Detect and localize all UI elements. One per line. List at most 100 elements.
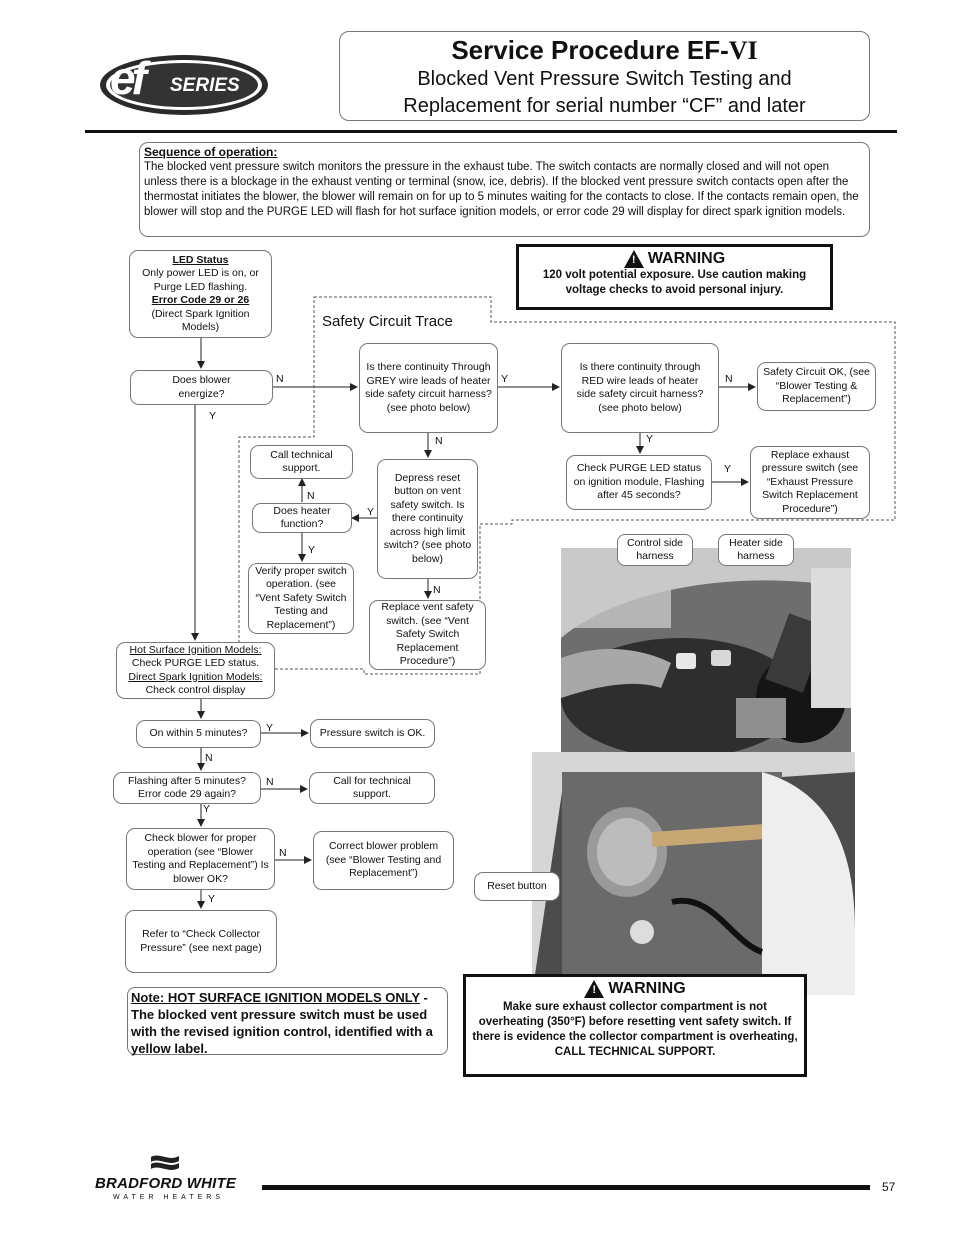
warning-body: Make sure exhaust collector compartment … bbox=[472, 1001, 798, 1058]
sequence-heading: Sequence of operation: bbox=[144, 145, 278, 159]
label-y-depress: Y bbox=[367, 506, 375, 518]
check-blower-text: Check blower for proper operation (see “… bbox=[132, 832, 269, 885]
ef-series-logo: ef SERIES bbox=[96, 47, 286, 119]
subtitle-line2: Replacement for serial number “CF” and l… bbox=[403, 95, 806, 117]
warning-icon: ! bbox=[623, 250, 644, 268]
label-y-grey: Y bbox=[501, 373, 509, 385]
label-y-blowerok: Y bbox=[208, 893, 216, 905]
hsi-dsi-check-box: Hot Surface Ignition Models: Check PURGE… bbox=[116, 642, 275, 699]
label-n-on: N bbox=[205, 752, 213, 764]
led-status-error: Error Code 29 or 26 bbox=[151, 294, 250, 306]
warning-title: WARNING bbox=[647, 250, 726, 267]
red-continuity-text: Is there continuity through RED wire lea… bbox=[576, 361, 704, 414]
led-status-box: LED Status Only power LED is on, or Purg… bbox=[129, 250, 272, 338]
flashing-after-5-box: Flashing after 5 minutes? Error code 29 … bbox=[113, 772, 261, 804]
red-continuity-box: Is there continuity through RED wire lea… bbox=[561, 343, 719, 433]
heater-function-text: Does heater function? bbox=[273, 504, 331, 531]
logo-series-text: SERIES bbox=[170, 75, 240, 96]
title-roman: VI bbox=[728, 36, 758, 65]
label-n-depress: N bbox=[433, 584, 441, 596]
sequence-body: The blocked vent pressure switch monitor… bbox=[144, 161, 859, 218]
call-tech-support-box: Call technical support. bbox=[250, 445, 353, 479]
warning-icon: ! bbox=[584, 980, 605, 998]
correct-blower-box: Correct blower problem (see “Blower Test… bbox=[313, 831, 454, 890]
heater-side-harness-label: Heater side harness bbox=[718, 534, 794, 566]
note-box: Note: HOT SURFACE IGNITION MODELS ONLY -… bbox=[127, 987, 448, 1056]
bradford-white-logo: BRADFORD WHITE WATER HEATERS bbox=[95, 1153, 260, 1205]
heater-side-text: Heater side harness bbox=[729, 536, 783, 563]
grey-continuity-box: Is there continuity Through GREY wire le… bbox=[359, 343, 498, 433]
check-purge-flashing-text: Check PURGE LED status on ignition modul… bbox=[573, 462, 705, 502]
hsi-models-label: Hot Surface Ignition Models: bbox=[129, 643, 262, 656]
label-y-red: Y bbox=[646, 433, 654, 445]
dsi-models-label: Direct Spark Ignition Models: bbox=[128, 670, 263, 683]
warning-title: WARNING bbox=[608, 980, 686, 997]
call-tech-support-text: Call technical support. bbox=[270, 448, 333, 475]
logo-mark: ef bbox=[110, 52, 147, 104]
correct-blower-text: Correct blower problem (see “Blower Test… bbox=[325, 840, 442, 880]
note-prefix: Note: HOT SURFACE IGNITION MODELS ONLY bbox=[131, 990, 420, 1005]
replace-exhaust-switch-box: Replace exhaust pressure switch (see “Ex… bbox=[750, 446, 870, 519]
warning-box-overheat: !WARNING Make sure exhaust collector com… bbox=[463, 974, 807, 1077]
reset-button-label: Reset button bbox=[474, 872, 560, 901]
pressure-switch-ok-box: Pressure switch is OK. bbox=[310, 719, 435, 748]
brand-name: BRADFORD WHITE bbox=[95, 1175, 237, 1192]
call-for-tech-text: Call for technical support. bbox=[333, 774, 411, 801]
label-y-purge: Y bbox=[724, 463, 732, 475]
harness-photo bbox=[561, 548, 851, 752]
label-y-blower: Y bbox=[209, 410, 217, 422]
header-rule bbox=[85, 130, 897, 133]
label-y-heater: Y bbox=[308, 544, 316, 556]
flashing-after-5-text: Flashing after 5 minutes? Error code 29 … bbox=[128, 774, 246, 801]
sequence-box: Sequence of operation: The blocked vent … bbox=[139, 142, 870, 237]
label-y-flashing: Y bbox=[203, 803, 211, 815]
page-number: 57 bbox=[882, 1180, 896, 1194]
refer-collector-text: Refer to “Check Collector Pressure” (see… bbox=[140, 928, 262, 954]
on-within-5-box: On within 5 minutes? bbox=[136, 720, 261, 748]
title-box: Service Procedure EF-VI Blocked Vent Pre… bbox=[339, 31, 870, 121]
reset-switch-photo bbox=[532, 752, 855, 995]
note-body: - The blocked vent pressure switch must … bbox=[131, 990, 433, 1056]
blower-energize-text: Does blower energize? bbox=[172, 374, 231, 400]
heater-function-box: Does heater function? bbox=[252, 503, 352, 533]
warning-box-voltage: !WARNING 120 volt potential exposure. Us… bbox=[516, 244, 833, 310]
grey-continuity-text: Is there continuity Through GREY wire le… bbox=[365, 361, 492, 414]
control-side-text: Control side harness bbox=[626, 536, 684, 563]
label-n-blower: N bbox=[276, 373, 284, 385]
pressure-switch-ok-text: Pressure switch is OK. bbox=[319, 726, 426, 739]
label-y-on: Y bbox=[266, 722, 274, 734]
title-main: Service Procedure EF- bbox=[451, 35, 729, 65]
safety-ok-box: Safety Circuit OK, (see “Blower Testing … bbox=[757, 362, 876, 411]
refer-collector-box: Refer to “Check Collector Pressure” (see… bbox=[125, 910, 277, 973]
label-n-grey: N bbox=[435, 435, 443, 447]
call-for-tech-box: Call for technical support. bbox=[309, 772, 435, 804]
check-blower-box: Check blower for proper operation (see “… bbox=[126, 828, 275, 890]
depress-reset-text: Depress reset button on vent safety swit… bbox=[383, 471, 472, 565]
replace-vent-switch-box: Replace vent safety switch. (see “Vent S… bbox=[369, 600, 486, 670]
label-n-red: N bbox=[725, 373, 733, 385]
check-control-display-text: Check control display bbox=[145, 684, 246, 696]
replace-exhaust-switch-text: Replace exhaust pressure switch (see “Ex… bbox=[761, 448, 859, 515]
led-status-line2: (Direct Spark Ignition Models) bbox=[151, 307, 250, 334]
led-status-line1: Only power LED is on, or Purge LED flash… bbox=[142, 267, 259, 293]
brand-sub: WATER HEATERS bbox=[113, 1194, 224, 1201]
warning-body: 120 volt potential exposure. Use caution… bbox=[542, 269, 807, 296]
subtitle-line1: Blocked Vent Pressure Switch Testing and bbox=[417, 68, 792, 90]
blower-energize-box: Does blower energize? bbox=[130, 370, 273, 405]
label-n-blowerok: N bbox=[279, 847, 287, 859]
label-n-heater: N bbox=[307, 490, 315, 502]
page-title: Service Procedure EF-VI bbox=[340, 35, 869, 66]
label-n-flashing: N bbox=[266, 776, 274, 788]
verify-switch-box: Verify proper switch operation. (see “Ve… bbox=[248, 563, 354, 634]
footer-rule bbox=[262, 1185, 870, 1190]
reset-button-text: Reset button bbox=[487, 879, 547, 892]
led-status-title: LED Status bbox=[172, 253, 229, 266]
check-purge-flashing-box: Check PURGE LED status on ignition modul… bbox=[566, 455, 712, 510]
safety-circuit-trace-label: Safety Circuit Trace bbox=[322, 313, 453, 330]
verify-switch-text: Verify proper switch operation. (see “Ve… bbox=[255, 564, 347, 631]
safety-ok-text: Safety Circuit OK, (see “Blower Testing … bbox=[763, 366, 870, 406]
control-side-harness-label: Control side harness bbox=[617, 534, 693, 566]
check-purge-status-text: Check PURGE LED status. bbox=[131, 657, 260, 669]
depress-reset-box: Depress reset button on vent safety swit… bbox=[377, 459, 478, 579]
replace-vent-switch-text: Replace vent safety switch. (see “Vent S… bbox=[381, 601, 474, 668]
